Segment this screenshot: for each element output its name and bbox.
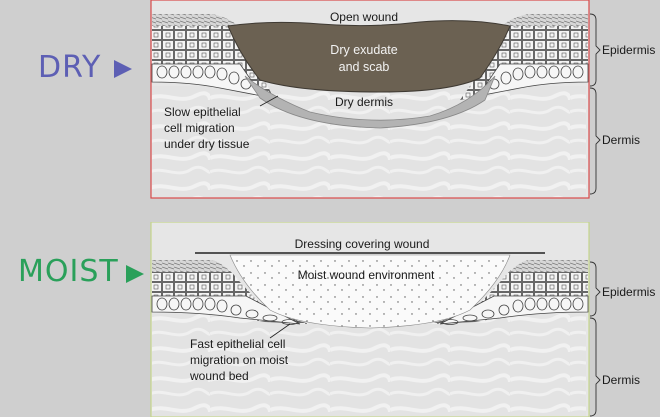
dry-wound-diagram: Open wound Dry exudate and scab Dry derm…: [150, 0, 660, 200]
exudate-label-line1: Dry exudate: [330, 43, 397, 57]
exudate-label-line2: and scab: [339, 60, 390, 74]
dry-side-label: DRY: [38, 50, 102, 85]
dry-migration-line1: Slow epithelial: [164, 105, 241, 119]
moist-environment-label: Moist wound environment: [298, 268, 435, 282]
moist-migration-line3: wound bed: [189, 369, 249, 383]
dry-dermis-label: Dry dermis: [335, 95, 393, 109]
dry-title: Open wound: [330, 10, 398, 24]
moist-title: Dressing covering wound: [295, 237, 430, 251]
moist-dermis-side-label: Dermis: [602, 373, 640, 387]
moist-migration-line2: migration on moist: [190, 353, 289, 367]
moist-side-label: MOIST: [18, 254, 119, 289]
moist-environment-region: [229, 254, 511, 329]
moist-migration-line1: Fast epithelial cell: [190, 337, 285, 351]
scab-region: [227, 20, 511, 93]
dry-migration-line3: under dry tissue: [164, 137, 250, 151]
dry-dermis-region: [244, 75, 496, 129]
dry-migration-line2: cell migration: [164, 121, 235, 135]
dry-epidermis-label: Epidermis: [602, 43, 655, 57]
moist-wound-diagram: Dressing covering wound Moist wound envi…: [150, 222, 660, 417]
dry-dermis-side-label: Dermis: [602, 133, 640, 147]
dry-arrow-icon: [114, 60, 132, 78]
moist-epidermis-label: Epidermis: [602, 285, 655, 299]
moist-arrow-icon: [126, 265, 144, 283]
